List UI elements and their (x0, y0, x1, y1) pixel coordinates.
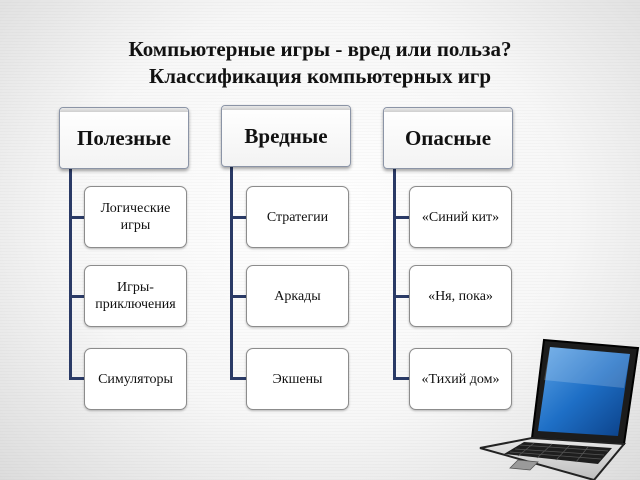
category-item: Логические игры (84, 186, 187, 248)
connector-branch (230, 216, 247, 219)
title-line-1: Компьютерные игры - вред или польза? (128, 37, 512, 61)
connector-branch (230, 377, 247, 380)
category-item: «Тихий дом» (409, 348, 512, 410)
connector-branch (393, 377, 410, 380)
connector-branch (69, 216, 85, 219)
category-header: Полезные (59, 107, 189, 169)
category-item: Симуляторы (84, 348, 187, 410)
category-header: Вредные (221, 105, 351, 167)
connector-branch (230, 295, 247, 298)
category-item: «Ня, пока» (409, 265, 512, 327)
connector-branch (69, 295, 85, 298)
connector-branch (393, 216, 410, 219)
connector-branch (69, 377, 85, 380)
category-item: Аркады (246, 265, 349, 327)
connector-branch (393, 295, 410, 298)
connector-vertical (393, 165, 396, 380)
connector-vertical (230, 165, 233, 380)
connector-vertical (69, 165, 72, 380)
category-item: Экшены (246, 348, 349, 410)
title-line-2: Классификация компьютерных игр (148, 64, 492, 88)
category-header: Опасные (383, 107, 513, 169)
category-item: Игры-приключения (84, 265, 187, 327)
category-item: Стратегии (246, 186, 349, 248)
category-item: «Синий кит» (409, 186, 512, 248)
laptop-icon (479, 338, 640, 480)
